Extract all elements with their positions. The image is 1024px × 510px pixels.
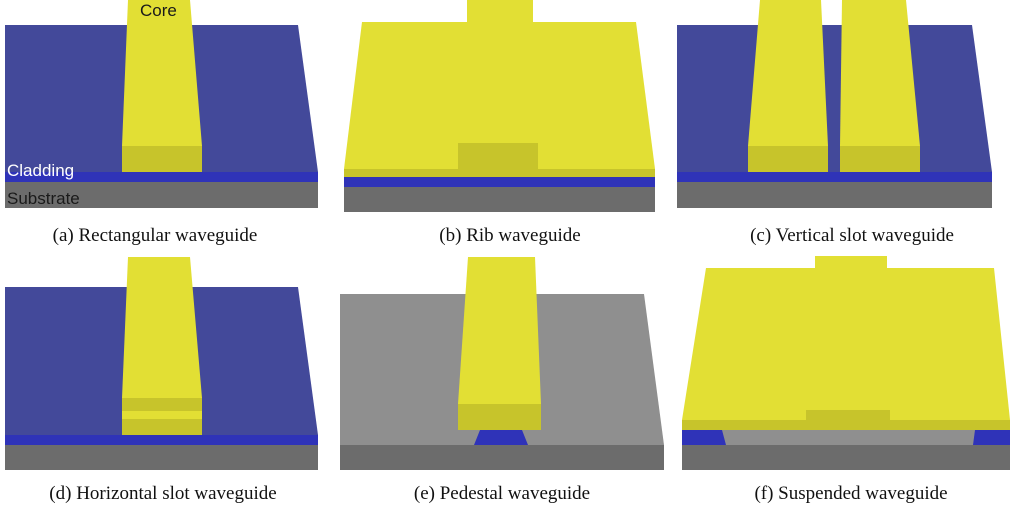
panel-horizontal-slot: (d) Horizontal slot waveguide: [5, 257, 318, 504]
core-top: [122, 0, 202, 146]
rib-side: [458, 143, 538, 169]
cladding-side: [344, 177, 655, 187]
panel-caption: (d) Horizontal slot waveguide: [49, 483, 276, 504]
cladding-side: [677, 172, 992, 182]
substrate-side: [5, 445, 318, 470]
panel-caption: (f) Suspended waveguide: [754, 483, 947, 504]
panel-caption: (e) Pedestal waveguide: [414, 483, 590, 504]
core-label: Core: [140, 1, 177, 20]
panel-pedestal: (e) Pedestal waveguide: [340, 257, 664, 504]
panel-caption: (a) Rectangular waveguide: [53, 225, 258, 246]
core-top: [458, 257, 541, 404]
rib-side: [806, 410, 890, 420]
panel-rib: (b) Rib waveguide: [344, 0, 655, 246]
panel-caption: (c) Vertical slot waveguide: [750, 225, 954, 246]
panel-rectangular: Core Cladding Substrate (a) Rectangular …: [5, 0, 318, 246]
substrate-side: [5, 182, 318, 208]
cladding-top: [677, 25, 992, 172]
membrane-top: [682, 268, 1010, 420]
right-rail-side: [840, 146, 920, 172]
pedestal: [474, 430, 528, 445]
left-rail-side: [748, 146, 828, 172]
substrate-top: [682, 430, 1010, 445]
left-rail-top: [748, 0, 828, 146]
left-support: [682, 430, 726, 445]
right-support: [973, 430, 1010, 445]
substrate-side: [340, 445, 664, 470]
cladding-side: [5, 172, 318, 182]
slot-layer: [122, 411, 202, 419]
core-side: [122, 146, 202, 172]
substrate-label: Substrate: [7, 189, 80, 208]
core-upper-side: [122, 398, 202, 411]
core-top: [122, 257, 202, 398]
slab-top: [344, 22, 655, 169]
core-lower-side: [122, 419, 202, 435]
right-rail-top: [840, 0, 920, 146]
rib-top: [467, 0, 533, 22]
slab-side: [344, 169, 655, 177]
substrate-side: [682, 445, 1010, 470]
panel-vertical-slot: (c) Vertical slot waveguide: [677, 0, 992, 246]
panel-caption: (b) Rib waveguide: [439, 225, 580, 246]
cladding-side: [5, 435, 318, 445]
substrate-side: [344, 187, 655, 212]
rib-top: [815, 256, 887, 268]
core-side: [458, 404, 541, 430]
panel-suspended: (f) Suspended waveguide: [682, 256, 1010, 504]
membrane-side: [682, 420, 1010, 430]
substrate-side: [677, 182, 992, 208]
cladding-label: Cladding: [7, 161, 74, 180]
